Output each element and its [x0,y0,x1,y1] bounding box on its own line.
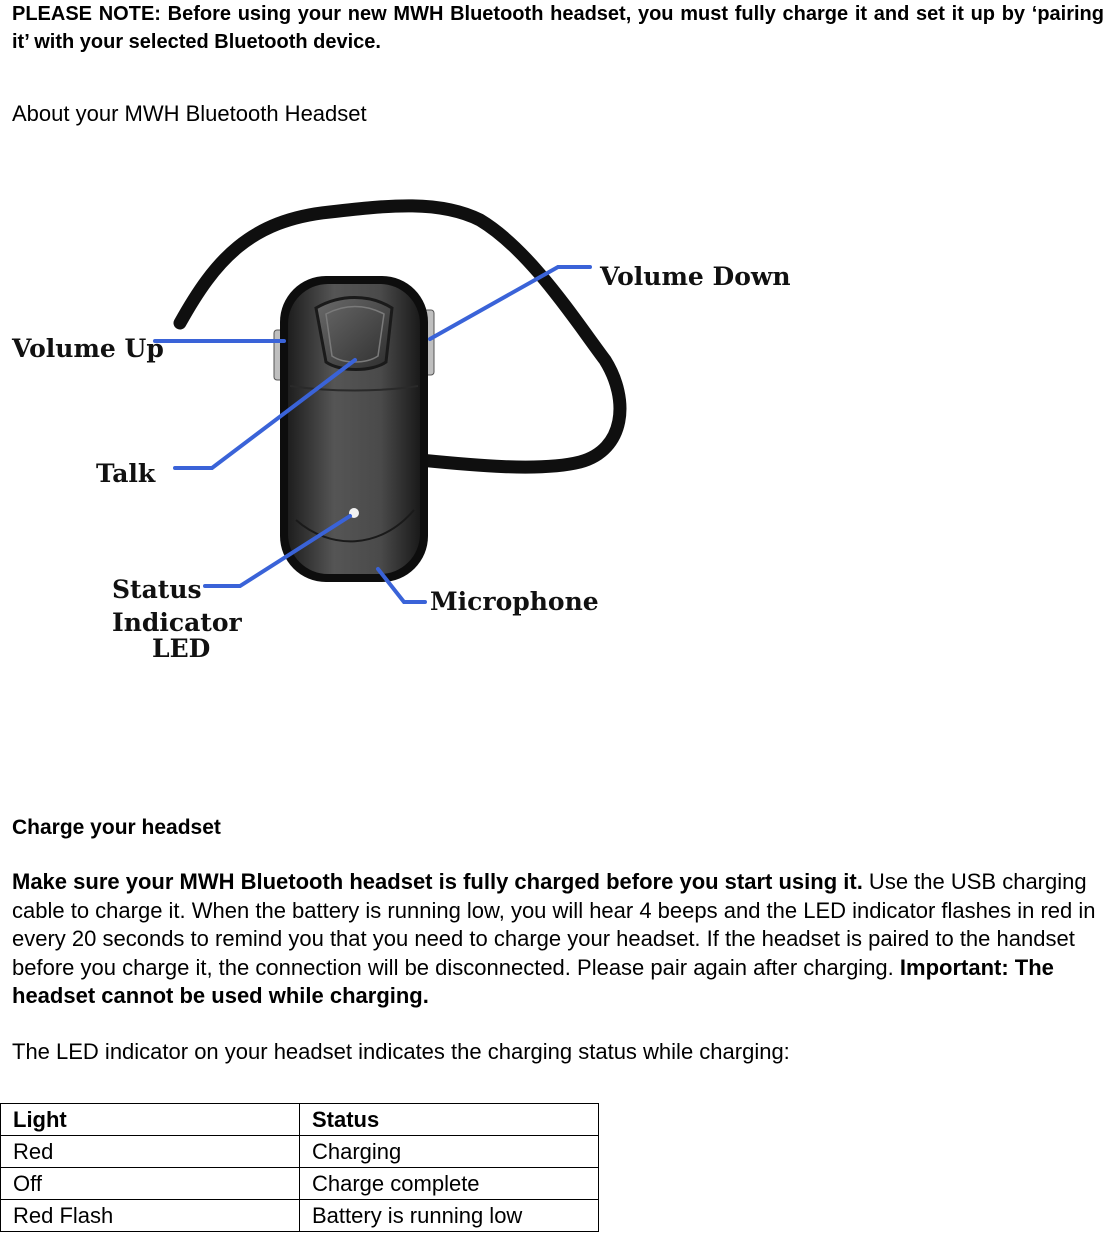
cell-status: Charging [299,1135,599,1168]
table-row: Off Charge complete [0,1167,599,1200]
table-row: Red Charging [0,1135,599,1168]
cell-light: Red [0,1135,300,1168]
label-status-line3: LED [152,634,210,663]
charge-paragraph: Make sure your MWH Bluetooth headset is … [12,868,1116,1011]
talk-callout-line [173,358,357,470]
label-status-line1: Status [112,575,202,604]
header-status: Status [299,1103,599,1136]
volume-down-callout-line [428,265,592,341]
header-light: Light [0,1103,300,1136]
label-volume-down: Volume Down [599,262,791,291]
charge-important: Important: The headset cannot be used wh… [12,954,1054,1009]
cell-status: Battery is running low [299,1199,599,1232]
cell-light: Red Flash [0,1199,300,1232]
charge-heading: Charge your headset [12,816,221,839]
about-heading: About your MWH Bluetooth Headset [12,101,367,126]
label-status-line2: Indicator [112,608,242,637]
cell-status: Charge complete [299,1167,599,1200]
cell-light: Off [0,1167,300,1200]
charge-bold-intro: Make sure your MWH Bluetooth headset is … [12,869,863,894]
charging-status-table: Light Status Red Charging Off Charge com… [0,1103,599,1232]
please-note-text: PLEASE NOTE: Before using your new MWH B… [12,3,1104,53]
label-volume-up: Volume Up [11,334,164,363]
microphone-callout-line [376,567,427,604]
label-microphone: Microphone [430,587,599,616]
talk-button [314,296,394,371]
status-led-callout-line [203,514,352,588]
charge-body: Use the USB charging cable to charge it.… [12,869,1096,980]
headset-diagram: Volume Down Volume Up Talk Status Indica… [11,199,791,663]
table-header-row: Light Status [0,1103,599,1136]
ear-hook [173,199,627,474]
led-intro: The LED indicator on your headset indica… [12,1039,790,1064]
label-talk: Talk [96,459,156,488]
table-row: Red Flash Battery is running low [0,1199,599,1232]
